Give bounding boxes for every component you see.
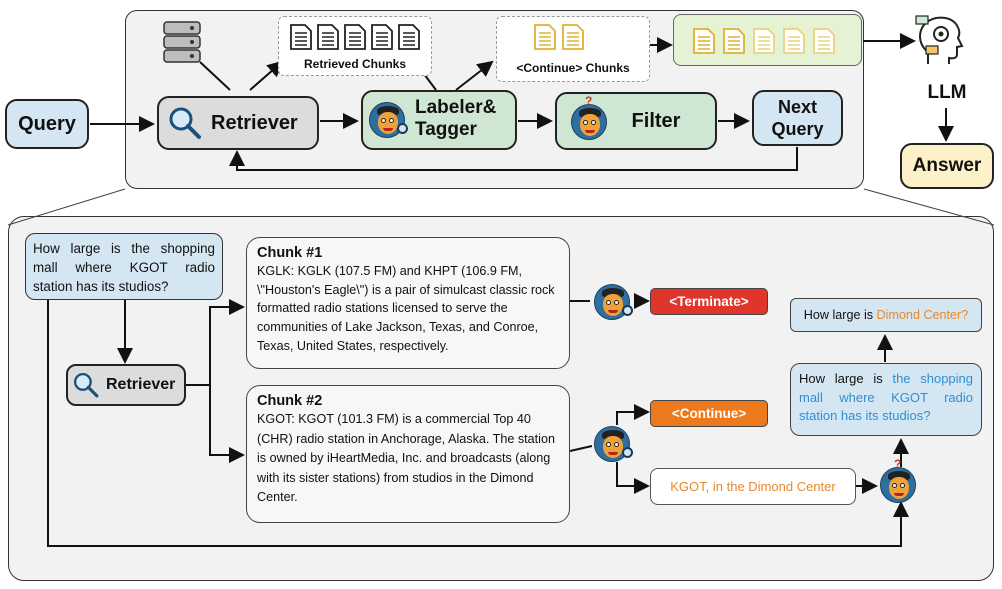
document-icons [692, 27, 836, 55]
output-chunks-box [673, 14, 862, 66]
document-icon [290, 24, 312, 50]
retrieved-chunks-box: Retrieved Chunks [278, 16, 432, 76]
next-query-node: Next Query [752, 90, 843, 146]
document-icon [534, 24, 556, 50]
document-icon [562, 24, 584, 50]
document-icon [371, 24, 393, 50]
terminate-tag: <Terminate> [650, 288, 768, 315]
robot-agent-icon: ? [880, 457, 916, 503]
continue-chunks-box: <Continue> Chunks [496, 16, 650, 82]
chunk-2-text: KGOT: KGOT (101.3 FM) is a commercial To… [257, 412, 555, 505]
question-box: How large is the shopping mall where KGO… [25, 233, 223, 300]
magnifier-icon [73, 372, 99, 398]
filter-label: Filter [631, 109, 681, 132]
answer-node: Answer [900, 143, 994, 189]
magnifier-icon [169, 107, 201, 139]
next-query-2-prefix: How large is [803, 308, 877, 322]
retriever-label: Retriever [211, 111, 298, 134]
document-icon [813, 28, 835, 54]
answer-label: Answer [912, 155, 982, 176]
continue-tag: <Continue> [650, 400, 768, 427]
document-icon [753, 28, 775, 54]
next-query-label: Next Query [771, 97, 824, 139]
document-icons [533, 23, 593, 51]
example-retriever-label: Retriever [106, 376, 176, 393]
labeler-tagger-label: Labeler& Tagger [415, 97, 497, 140]
next-query-1-highlight: the shopping mall where KGOT radio stati… [799, 371, 974, 423]
chunk-1-title: Chunk #1 [257, 245, 323, 261]
head-brain-icon [914, 12, 968, 68]
llm-label: LLM [927, 82, 967, 103]
extracted-info-box: KGOT, in the Dimond Center [650, 468, 856, 505]
retrieved-chunks-label: Retrieved Chunks [303, 57, 407, 71]
chunk-2-box: Chunk #2 KGOT: KGOT (101.3 FM) is a comm… [246, 385, 570, 523]
document-icon [693, 28, 715, 54]
document-icon [723, 28, 745, 54]
document-icon [317, 24, 339, 50]
terminate-label: <Terminate> [669, 294, 749, 309]
query-node: Query [5, 99, 89, 149]
filter-node: ? Filter [555, 92, 717, 150]
example-retriever-node: Retriever [66, 364, 186, 406]
chunk-1-text: KGLK: KGLK (107.5 FM) and KHPT (106.9 FM… [257, 264, 555, 353]
document-icon [783, 28, 805, 54]
next-query-2-highlight: Dimond Center? [876, 308, 969, 322]
document-icon [344, 24, 366, 50]
robot-agent-icon [594, 284, 633, 320]
extracted-info-text: KGOT, in the Dimond Center [670, 479, 836, 494]
edge-loop-back [229, 147, 798, 171]
chunk-1-box: Chunk #1 KGLK: KGLK (107.5 FM) and KHPT … [246, 237, 570, 369]
robot-agent-icon [369, 102, 408, 138]
retriever-node: Retriever [157, 96, 319, 150]
chunk-2-title: Chunk #2 [257, 393, 323, 409]
next-query-1-box: How large is the shopping mall where KGO… [790, 363, 982, 436]
labeler-tagger-node: Labeler& Tagger [361, 90, 517, 150]
robot-agent-icon [594, 426, 633, 462]
question-text: How large is the shopping mall where KGO… [33, 241, 215, 294]
next-query-1-prefix: How large is [799, 371, 893, 386]
document-icon [398, 24, 420, 50]
next-query-2-box: How large is Dimond Center? [790, 298, 982, 332]
continue-chunks-label: <Continue> Chunks [516, 61, 630, 75]
document-icons [289, 23, 423, 51]
query-label: Query [18, 112, 76, 135]
continue-label: <Continue> [671, 406, 747, 421]
database-icon [162, 20, 202, 66]
robot-agent-icon: ? [571, 94, 607, 140]
